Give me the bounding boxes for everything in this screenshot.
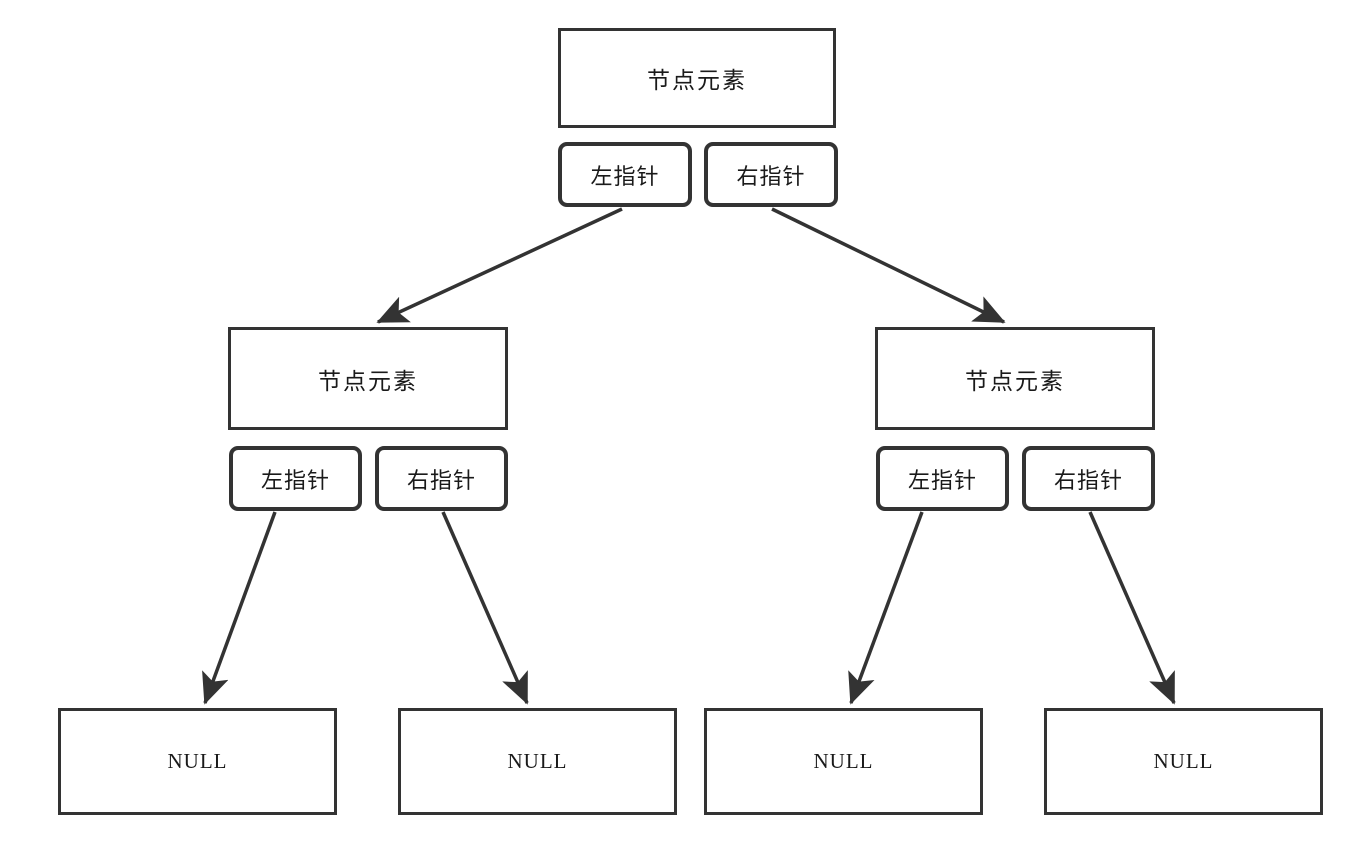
null-leaf-3[interactable]: NULL (704, 708, 983, 815)
root-element-label: 节点元素 (647, 68, 747, 93)
left-child-left-pointer-box[interactable]: 左指针 (229, 446, 362, 511)
right-child-left-pointer-label: 左指针 (907, 467, 977, 493)
left-child-right-pointer-box[interactable]: 右指针 (375, 446, 508, 511)
right-child-right-pointer-label: 右指针 (1053, 467, 1123, 493)
root-left-pointer-label: 左指针 (590, 163, 660, 189)
left-child-right-pointer-label: 右指针 (406, 467, 476, 493)
left-child-element-box[interactable]: 节点元素 (228, 327, 508, 430)
root-right-pointer-box[interactable]: 右指针 (704, 142, 838, 207)
null-leaf-3-label: NULL (813, 749, 874, 773)
edge-left-left-null (202, 511, 277, 705)
null-leaf-2[interactable]: NULL (398, 708, 677, 815)
null-leaf-1-label: NULL (167, 749, 228, 773)
null-leaf-2-label: NULL (507, 749, 568, 773)
edge-root-left (376, 207, 623, 324)
edge-left-right-null (441, 511, 529, 705)
right-child-element-label: 节点元素 (965, 368, 1065, 394)
root-right-pointer-label: 右指针 (736, 163, 806, 189)
right-child-element-box[interactable]: 节点元素 (875, 327, 1155, 430)
right-child-right-pointer-box[interactable]: 右指针 (1022, 446, 1155, 511)
root-element-box[interactable]: 节点元素 (558, 28, 836, 128)
edge-right-left-null (848, 511, 924, 705)
left-child-element-label: 节点元素 (318, 368, 418, 394)
left-child-left-pointer-label: 左指针 (260, 467, 330, 493)
null-leaf-4-label: NULL (1153, 749, 1214, 773)
null-leaf-4[interactable]: NULL (1044, 708, 1323, 815)
edge-root-right (771, 207, 1006, 324)
edge-right-right-null (1088, 511, 1176, 705)
null-leaf-1[interactable]: NULL (58, 708, 337, 815)
right-child-left-pointer-box[interactable]: 左指针 (876, 446, 1009, 511)
root-left-pointer-box[interactable]: 左指针 (558, 142, 692, 207)
